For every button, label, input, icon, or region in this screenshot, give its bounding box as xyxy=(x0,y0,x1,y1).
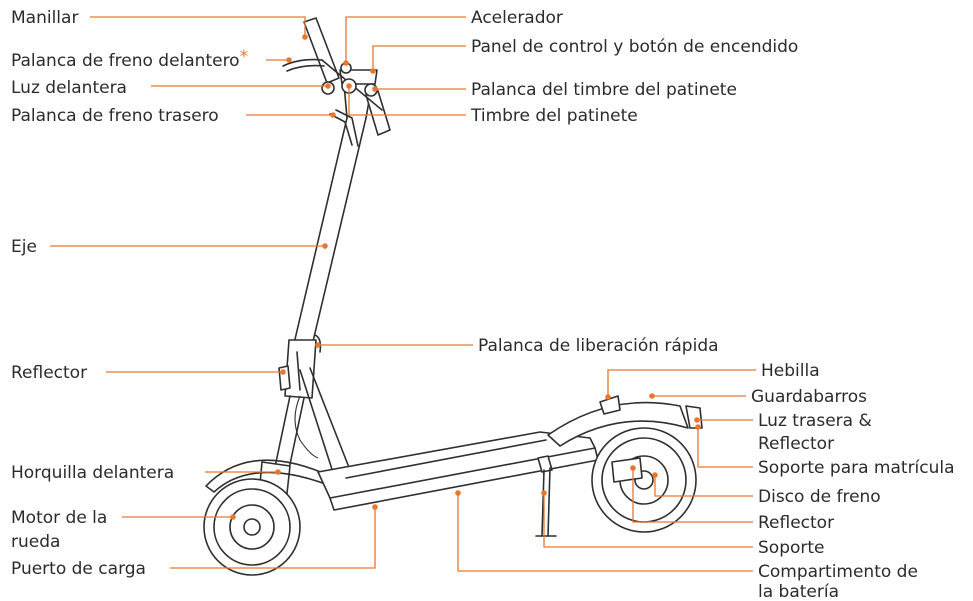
label-luz-trasera-line2: Reflector xyxy=(758,434,834,454)
dot-timbre xyxy=(346,83,352,89)
label-horquilla: Horquilla delantera xyxy=(11,463,174,483)
dot-guardabarros xyxy=(649,393,655,399)
scooter-illustration xyxy=(203,17,703,576)
leader-hebilla xyxy=(607,369,756,396)
dot-luz-trasera xyxy=(694,417,700,423)
leader-soporte xyxy=(543,494,753,548)
label-motor-line1: Motor de la xyxy=(11,508,107,528)
dot-puerto xyxy=(372,504,378,510)
label-motor-line2: rueda xyxy=(11,532,60,552)
dot-panel xyxy=(370,68,376,74)
leader-lines xyxy=(50,16,756,572)
label-freno-delantero-text: Palanca de freno delantero xyxy=(11,51,240,71)
dot-eje xyxy=(322,243,328,249)
label-soporte-matricula: Soporte para matrícula xyxy=(758,458,955,478)
label-eje: Eje xyxy=(11,237,37,257)
dot-horquilla xyxy=(275,469,281,475)
dot-luz-delantera xyxy=(325,83,331,89)
label-freno-delantero: Palanca de freno delantero* xyxy=(11,47,248,71)
label-reflector-trasero: Reflector xyxy=(758,513,834,533)
leader-disco xyxy=(654,475,753,497)
label-acelerador: Acelerador xyxy=(471,8,563,28)
dot-disco xyxy=(652,472,658,478)
label-luz-trasera-line1: Luz trasera & xyxy=(758,411,872,431)
label-guardabarros: Guardabarros xyxy=(751,387,867,407)
label-luz-delantera: Luz delantera xyxy=(11,78,127,98)
leader-manillar xyxy=(90,16,306,36)
dot-motor xyxy=(230,514,236,520)
asterisk-mark: * xyxy=(240,47,249,67)
label-soporte: Soporte xyxy=(758,538,825,558)
dot-manillar xyxy=(302,34,308,40)
dot-freno-delantero xyxy=(286,57,292,63)
label-bateria-line1: Compartimento de xyxy=(758,562,918,582)
labels-right: Acelerador Panel de control y botón de e… xyxy=(470,8,955,601)
leader-timbre xyxy=(348,87,466,116)
dot-liberacion xyxy=(315,342,321,348)
dot-soporte xyxy=(541,490,547,496)
leader-acelerador xyxy=(345,16,466,62)
dot-bateria xyxy=(455,490,461,496)
callout-dots xyxy=(230,34,701,520)
label-liberacion: Palanca de liberación rápida xyxy=(478,336,719,356)
dot-reflector-trasero xyxy=(630,465,636,471)
leader-soporte-matricula xyxy=(697,427,753,468)
label-palanca-timbre: Palanca del timbre del patinete xyxy=(471,80,737,100)
label-disco: Disco de freno xyxy=(758,487,881,507)
label-reflector-frontal: Reflector xyxy=(11,363,87,383)
labels-left: Manillar Palanca de freno delantero* Luz… xyxy=(11,8,248,579)
leader-panel xyxy=(372,45,466,70)
dot-palanca-timbre xyxy=(372,86,378,92)
dot-reflector-frontal xyxy=(280,369,286,375)
leader-reflector-trasero xyxy=(632,468,753,523)
label-puerto: Puerto de carga xyxy=(11,559,146,579)
label-freno-trasero: Palanca de freno trasero xyxy=(11,106,219,126)
label-hebilla: Hebilla xyxy=(761,361,820,381)
dot-soporte-matricula xyxy=(695,424,701,430)
label-timbre: Timbre del patinete xyxy=(470,106,638,126)
leader-puerto xyxy=(170,508,376,569)
label-bateria-line2: la batería xyxy=(758,582,839,601)
label-panel: Panel de control y botón de encendido xyxy=(471,37,798,57)
dot-hebilla xyxy=(605,394,611,400)
dot-acelerador xyxy=(343,60,349,66)
leader-bateria xyxy=(457,494,753,572)
label-manillar: Manillar xyxy=(11,8,78,28)
dot-freno-trasero xyxy=(330,112,336,118)
